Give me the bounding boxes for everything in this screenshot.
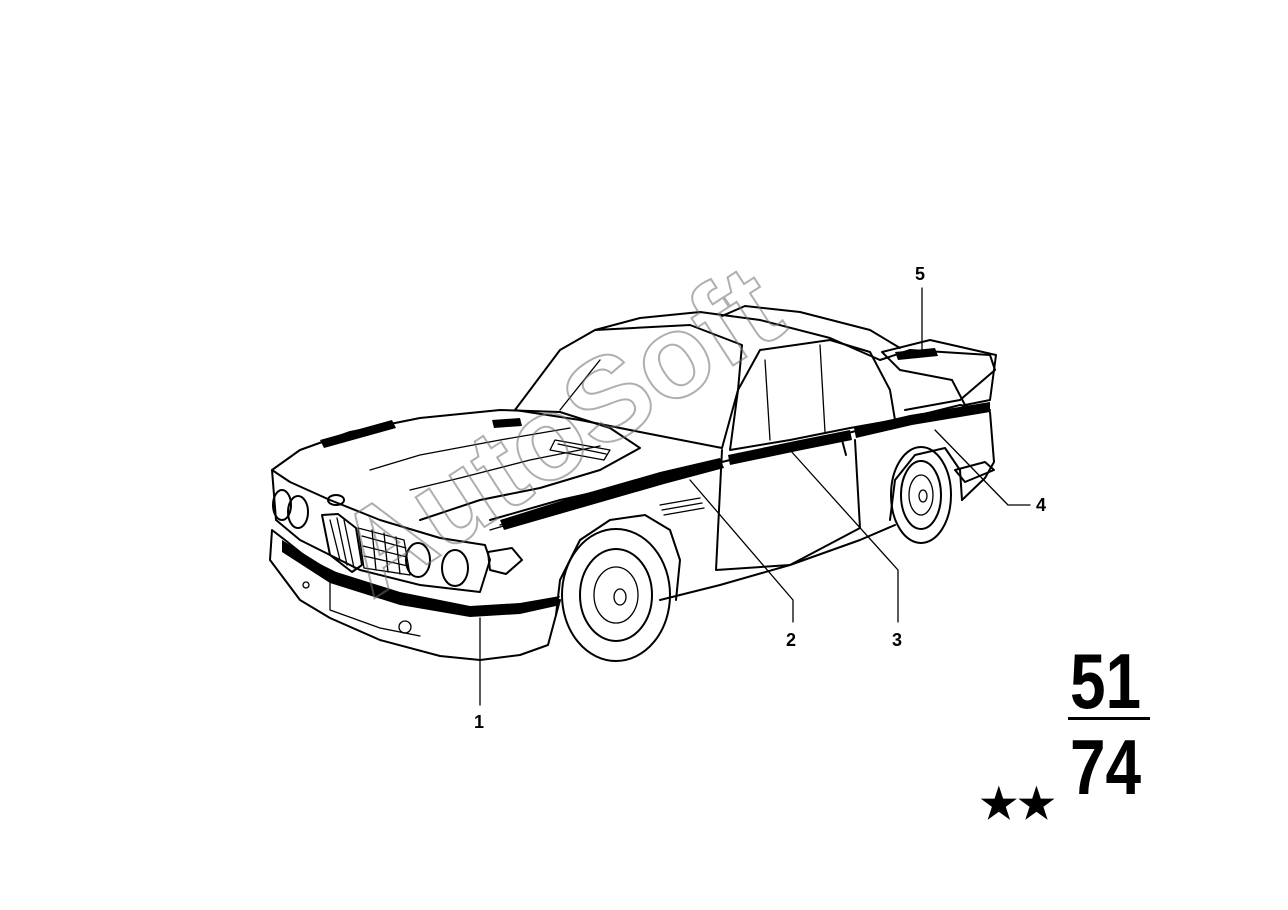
group-code: 51 74 ★★ — [980, 638, 1150, 827]
group-code-stars: ★★ — [980, 780, 1055, 827]
callout-label-5: 5 — [915, 264, 925, 284]
door — [715, 439, 861, 571]
group-code-top: 51 — [1070, 638, 1141, 725]
kidney-grille — [321, 513, 363, 573]
side-stripe-front — [500, 458, 724, 530]
headlight-right-inner — [405, 542, 431, 578]
rear-wing — [881, 339, 997, 406]
kidney-grille-bars — [329, 517, 355, 569]
bonnet-strip — [320, 420, 396, 448]
bonnet-vent — [549, 439, 611, 461]
license-plate-recess — [329, 579, 421, 637]
callout-labels: 1 2 3 4 5 — [474, 264, 1046, 732]
front-spoiler-stripe — [282, 540, 560, 617]
door-handle — [841, 439, 847, 456]
rear-wing-dark — [895, 348, 938, 360]
bonnet-vent-dark — [492, 418, 522, 428]
callout-label-3: 3 — [892, 630, 902, 650]
watermark-text: AutoSoft — [314, 240, 804, 622]
window-pillar — [764, 344, 826, 441]
callout-label-4: 4 — [1036, 495, 1046, 515]
callout-label-2: 2 — [786, 630, 796, 650]
headlight-right-outer — [441, 549, 469, 587]
rear-window — [879, 349, 996, 411]
leader-2 — [689, 479, 794, 623]
side-stripe-rear — [854, 402, 990, 438]
car-illustration — [269, 305, 997, 662]
rear-quarter — [961, 411, 995, 501]
headlight-left-outer — [272, 489, 292, 521]
tow-hook — [398, 620, 412, 634]
group-code-divider — [1068, 717, 1150, 720]
headlight-left-inner — [287, 495, 309, 529]
front-indicator — [487, 547, 523, 575]
windscreen — [514, 324, 743, 449]
callout-leaders — [479, 287, 1031, 706]
wiper — [559, 359, 601, 411]
front-wheel — [561, 528, 671, 662]
sill — [659, 524, 896, 601]
roof-rear — [721, 305, 901, 349]
fog-point — [302, 581, 310, 589]
bonnet-crease — [369, 427, 571, 471]
fender-vents — [659, 497, 705, 516]
rear-wheel — [890, 446, 952, 544]
front-face — [271, 469, 491, 593]
leader-3 — [789, 449, 899, 623]
side-stripe-door — [728, 430, 852, 465]
group-code-bottom: 74 — [1070, 724, 1141, 811]
rear-bumper — [954, 461, 995, 483]
front-wheel-arch — [555, 514, 681, 616]
callout-label-1: 1 — [474, 712, 484, 732]
mesh-grille — [357, 527, 411, 576]
leader-4 — [934, 429, 1031, 506]
fender-hatch — [489, 493, 601, 531]
side-window — [729, 339, 896, 451]
bonnet-badge — [327, 494, 345, 506]
